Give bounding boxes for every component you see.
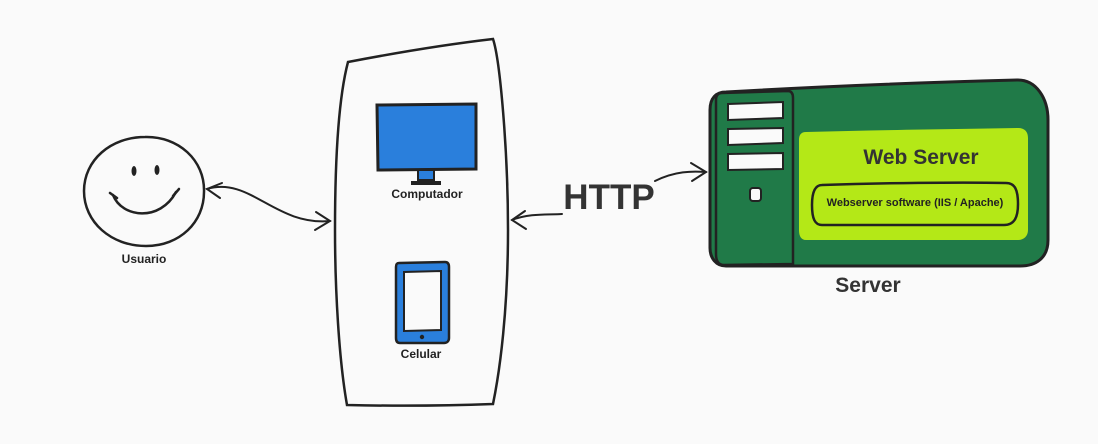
drive-bay-1 bbox=[727, 100, 784, 122]
webserver-software-box bbox=[810, 181, 1020, 227]
monitor-icon bbox=[375, 102, 478, 185]
user-smile bbox=[111, 190, 178, 215]
computer-label: Computador bbox=[391, 187, 463, 201]
user-smiley-icon bbox=[82, 135, 206, 248]
server-icon bbox=[708, 78, 1050, 268]
user-left-eye bbox=[131, 166, 137, 176]
power-button bbox=[749, 187, 762, 202]
phone-icon bbox=[394, 260, 451, 345]
phone-label: Celular bbox=[400, 347, 442, 361]
http-arrow bbox=[510, 162, 708, 230]
drive-bay-3 bbox=[727, 151, 784, 172]
server-label: Server bbox=[835, 274, 901, 297]
http-label: HTTP bbox=[563, 178, 655, 217]
drive-bay-2 bbox=[727, 126, 784, 147]
webserver-software-label: Webserver software (IIS / Apache) bbox=[826, 197, 1004, 209]
user-label: Usuario bbox=[121, 252, 167, 266]
web-server-title: Web Server bbox=[863, 146, 979, 169]
user-right-eye bbox=[154, 165, 160, 175]
user-device-arrow bbox=[204, 182, 332, 231]
user-face bbox=[82, 135, 206, 248]
